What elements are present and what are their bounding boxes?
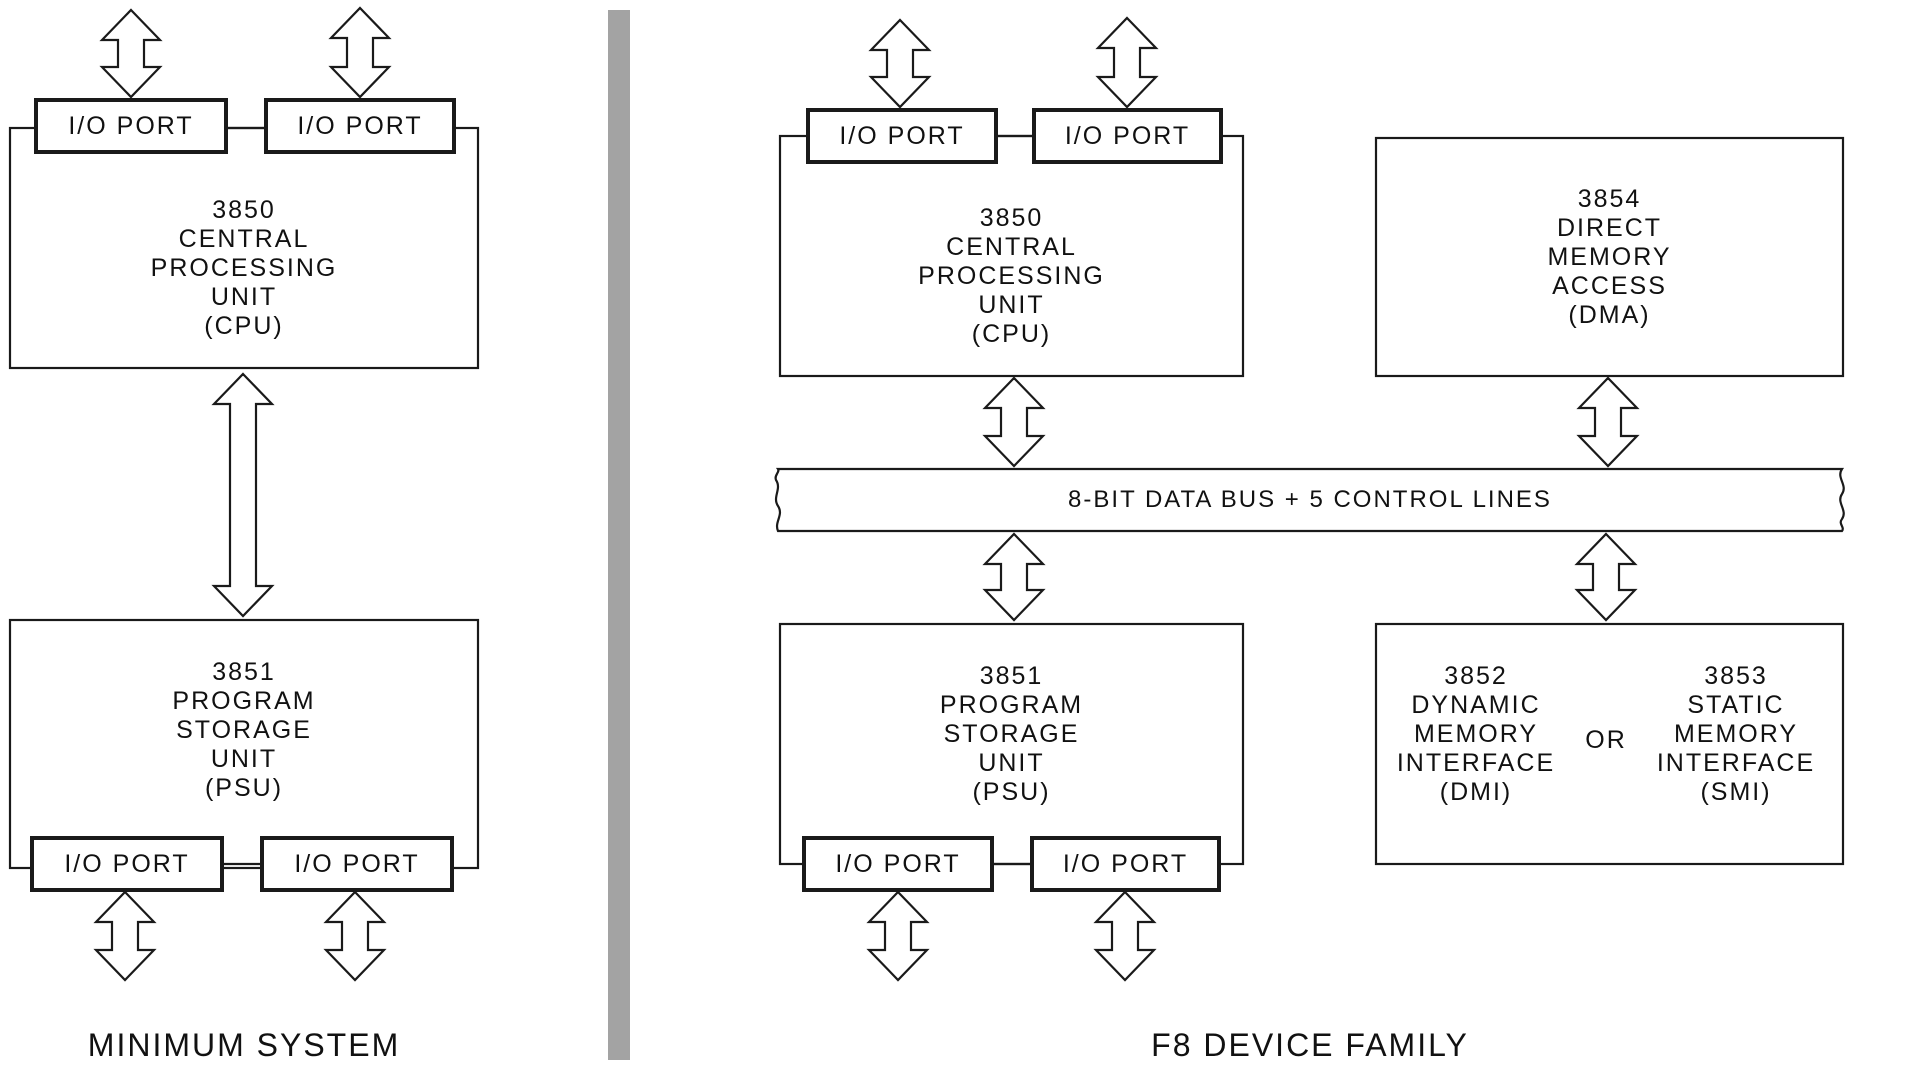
f8-family-title: F8 DEVICE FAMILY bbox=[1151, 1026, 1469, 1063]
min-psu-box bbox=[8, 618, 480, 870]
min-cpu-line-3: PROCESSING bbox=[150, 253, 338, 282]
f8-cpu-label: 3850 CENTRAL PROCESSING UNIT (CPU) bbox=[780, 176, 1243, 376]
f8-psu-line-4: UNIT bbox=[978, 748, 1045, 777]
f8-dma-label: 3854 DIRECT MEMORY ACCESS (DMA) bbox=[1376, 138, 1843, 376]
f8-dma-box bbox=[1374, 136, 1845, 378]
min-cpu-port-1-box bbox=[34, 98, 228, 154]
f8-cpu-port-1-arrow bbox=[868, 18, 932, 109]
min-psu-label: 3851 PROGRAM STORAGE UNIT (PSU) bbox=[10, 640, 478, 820]
min-psu-port-2-arrow bbox=[323, 890, 387, 982]
min-cpu-psu-arrow bbox=[211, 372, 275, 618]
f8-cpu-line-3: PROCESSING bbox=[918, 261, 1105, 290]
or-label: OR bbox=[1585, 725, 1627, 754]
min-system-title: MINIMUM SYSTEM bbox=[87, 1026, 401, 1063]
f8-cpu-port-2-arrow bbox=[1095, 16, 1159, 109]
f8-smi-line-2: STATIC bbox=[1687, 690, 1785, 719]
f8-psu-port-2-arrow bbox=[1093, 890, 1157, 982]
f8-cpu-line-2: CENTRAL bbox=[946, 232, 1077, 261]
min-psu-line-3: STORAGE bbox=[176, 715, 312, 744]
min-cpu-port-1-arrow bbox=[99, 8, 163, 99]
f8-psu-part-number: 3851 bbox=[979, 661, 1044, 690]
f8-cpu-port-1-box bbox=[806, 108, 998, 164]
min-psu-port-1: I/O PORT bbox=[64, 849, 190, 878]
f8-cpu-port-2-box bbox=[1032, 108, 1223, 164]
min-cpu-part-number: 3850 bbox=[212, 195, 276, 224]
f8-dmi-abbrev: (DMI) bbox=[1439, 777, 1513, 806]
f8-cpu-bus-arrow bbox=[982, 376, 1046, 468]
f8-psu-line-3: STORAGE bbox=[943, 719, 1080, 748]
min-psu-port-2: I/O PORT bbox=[294, 849, 420, 878]
f8-cpu-port-2: I/O PORT bbox=[1064, 121, 1191, 150]
f8-dmi-part-number: 3852 bbox=[1444, 661, 1508, 690]
f8-smi-label: 3853 STATIC MEMORY INTERFACE (SMI) bbox=[1636, 644, 1836, 824]
f8-bus-psu-arrow bbox=[982, 532, 1046, 622]
f8-dma-line-2: DIRECT bbox=[1556, 213, 1663, 242]
min-cpu-port-2: I/O PORT bbox=[297, 111, 423, 140]
f8-dmi-line-3: MEMORY bbox=[1413, 719, 1539, 748]
f8-psu-abbrev: (PSU) bbox=[972, 777, 1051, 806]
min-cpu-label: 3850 CENTRAL PROCESSING UNIT (CPU) bbox=[10, 168, 478, 368]
f8-psu-port-1: I/O PORT bbox=[835, 849, 961, 878]
f8-dmi-line-4: INTERFACE bbox=[1396, 748, 1556, 777]
f8-mem-box bbox=[1374, 622, 1845, 866]
min-cpu-abbrev: (CPU) bbox=[204, 311, 284, 340]
data-bus-shape bbox=[774, 467, 1845, 533]
f8-smi-part-number: 3853 bbox=[1704, 661, 1768, 690]
f8-dma-part-number: 3854 bbox=[1577, 184, 1642, 213]
f8-smi-abbrev: (SMI) bbox=[1700, 777, 1772, 806]
f8-dma-bus-arrow bbox=[1576, 376, 1640, 468]
f8-dma-line-4: ACCESS bbox=[1552, 271, 1667, 300]
f8-cpu-port-1: I/O PORT bbox=[839, 121, 965, 150]
f8-psu-port-1-box bbox=[802, 836, 994, 892]
min-psu-line-2: PROGRAM bbox=[172, 686, 316, 715]
f8-cpu-line-4: UNIT bbox=[978, 290, 1045, 319]
f8-psu-port-1-arrow bbox=[866, 890, 930, 982]
f8-cpu-part-number: 3850 bbox=[979, 203, 1044, 232]
f8-smi-line-4: INTERFACE bbox=[1656, 748, 1816, 777]
f8-bus-mem-arrow bbox=[1574, 532, 1638, 622]
f8-dma-abbrev: (DMA) bbox=[1568, 300, 1651, 329]
min-psu-part-number: 3851 bbox=[212, 657, 276, 686]
min-cpu-line-4: UNIT bbox=[210, 282, 278, 311]
min-psu-abbrev: (PSU) bbox=[204, 773, 284, 802]
data-bus-label: 8-BIT DATA BUS + 5 CONTROL LINES bbox=[1068, 486, 1552, 513]
min-cpu-line-2: CENTRAL bbox=[178, 224, 310, 253]
f8-dma-line-3: MEMORY bbox=[1547, 242, 1672, 271]
min-psu-port-1-arrow bbox=[93, 890, 157, 982]
panel-divider bbox=[608, 10, 630, 1060]
f8-dmi-label: 3852 DYNAMIC MEMORY INTERFACE (DMI) bbox=[1376, 644, 1576, 824]
f8-psu-line-2: PROGRAM bbox=[939, 690, 1084, 719]
f8-psu-port-2: I/O PORT bbox=[1062, 849, 1189, 878]
min-psu-line-4: UNIT bbox=[210, 744, 278, 773]
min-cpu-port-2-arrow bbox=[328, 6, 392, 99]
min-cpu-port-2-box bbox=[264, 98, 456, 154]
f8-cpu-abbrev: (CPU) bbox=[971, 319, 1052, 348]
f8-psu-label: 3851 PROGRAM STORAGE UNIT (PSU) bbox=[780, 644, 1243, 824]
f8-dmi-line-2: DYNAMIC bbox=[1411, 690, 1541, 719]
min-cpu-port-1: I/O PORT bbox=[68, 111, 194, 140]
f8-smi-line-3: MEMORY bbox=[1673, 719, 1799, 748]
